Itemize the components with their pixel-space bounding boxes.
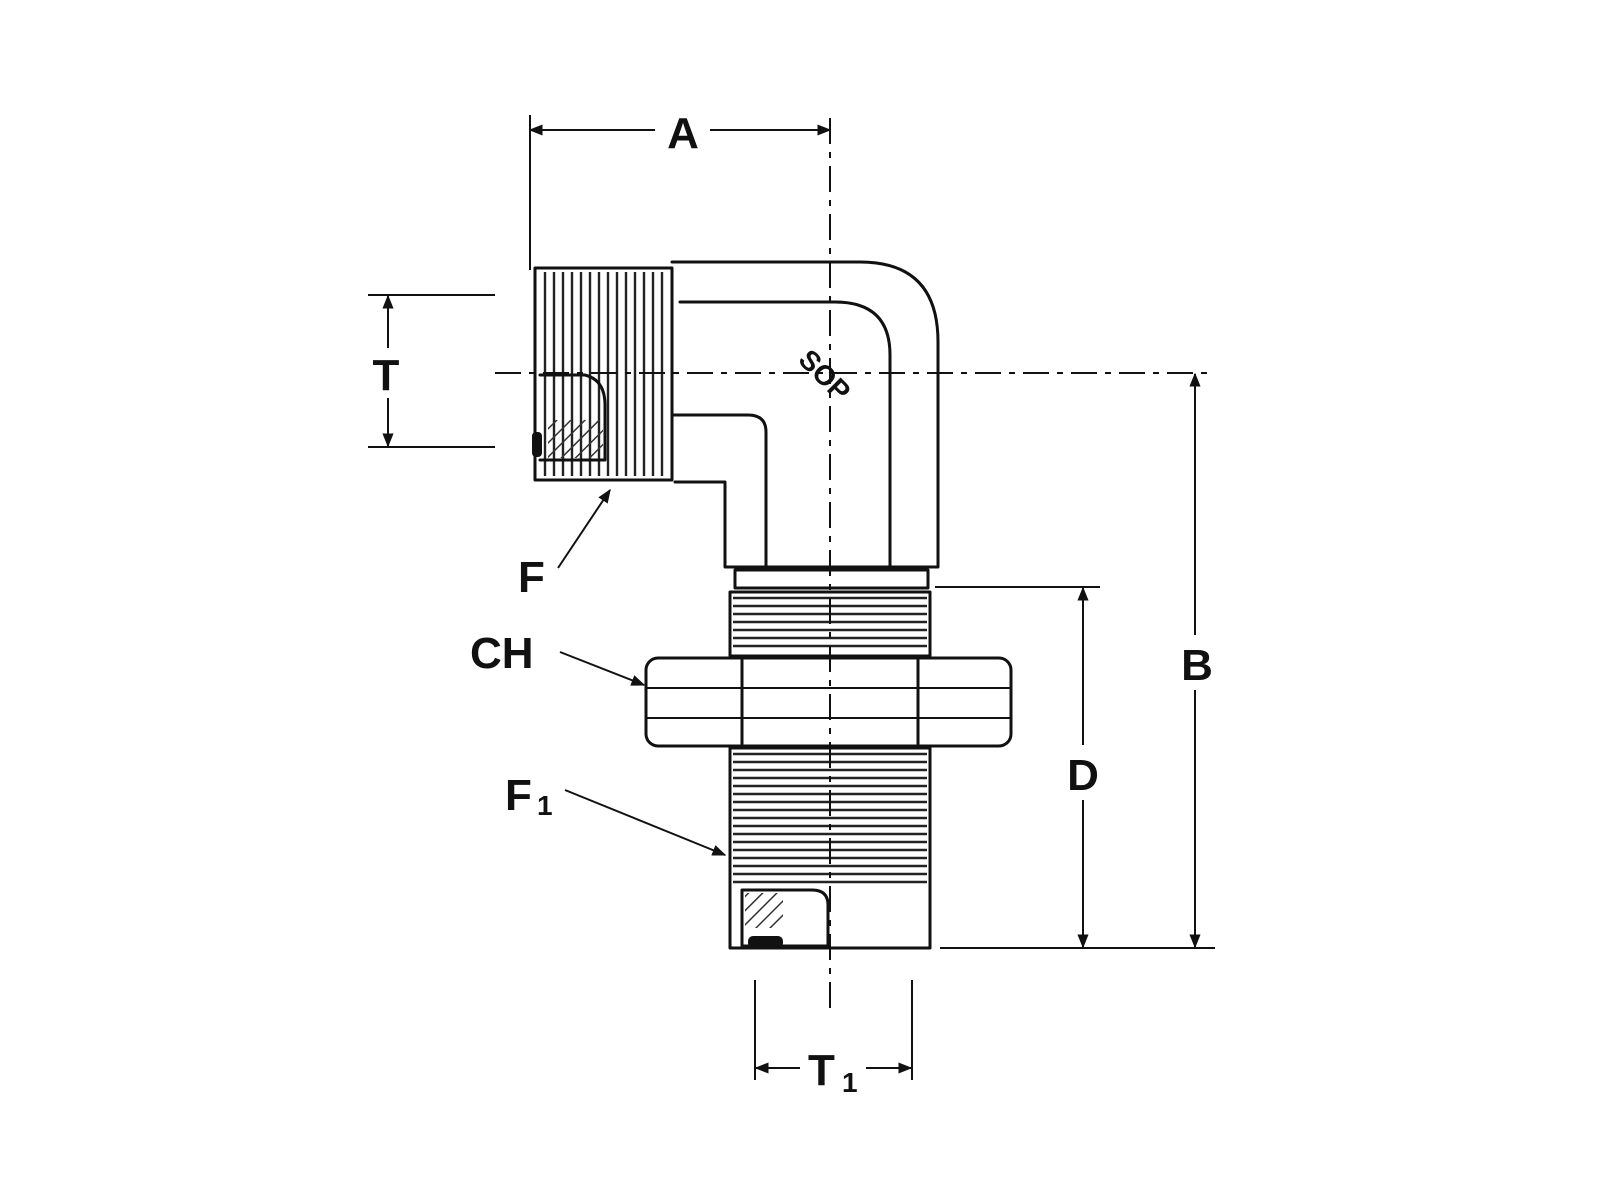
dimension-b: B (940, 372, 1215, 949)
bottom-seat-hatch (745, 893, 783, 928)
lower-thread-lines (733, 752, 927, 884)
callout-f: F (518, 488, 611, 602)
side-oring (532, 432, 542, 457)
callout-f1-leader (564, 789, 727, 856)
locknut-outline (644, 656, 1013, 748)
dim-b-label: B (1181, 641, 1213, 690)
elbow-outline (670, 260, 940, 569)
center-lines (495, 118, 1215, 1010)
locknut (644, 656, 1013, 748)
callout-ch-leader (559, 651, 646, 686)
dimension-t: T (368, 294, 495, 448)
side-seat-hatch (548, 420, 603, 458)
shoulder-band (733, 568, 930, 590)
dim-t1-subscript: 1 (842, 1067, 858, 1098)
dimension-d: D (935, 586, 1100, 949)
callout-f1-label: F (505, 771, 532, 820)
bottom-seat-cut (740, 888, 830, 948)
dimension-t1: T 1 (754, 980, 913, 1098)
svg-text:SOP: SOP (793, 343, 857, 407)
callout-ch: CH (470, 629, 646, 686)
bottom-oring (748, 936, 783, 948)
callout-f1-subscript: 1 (537, 790, 553, 821)
dimension-a: A (528, 109, 832, 270)
dim-a-label: A (667, 109, 699, 158)
dim-t1-label: T (808, 1046, 835, 1095)
callout-f1: F 1 (505, 771, 727, 856)
sop-marking: SOP (793, 343, 857, 407)
elbow-bend-contour (678, 300, 892, 569)
elbow-inner-outline (670, 413, 768, 569)
elbow-body: SOP (670, 260, 940, 590)
callout-f-leader (557, 488, 611, 569)
dim-t-label: T (373, 351, 400, 400)
side-seat-cut (538, 373, 607, 462)
dim-d-label: D (1067, 751, 1099, 800)
callout-f-label: F (518, 553, 545, 602)
callout-ch-label: CH (470, 629, 534, 678)
